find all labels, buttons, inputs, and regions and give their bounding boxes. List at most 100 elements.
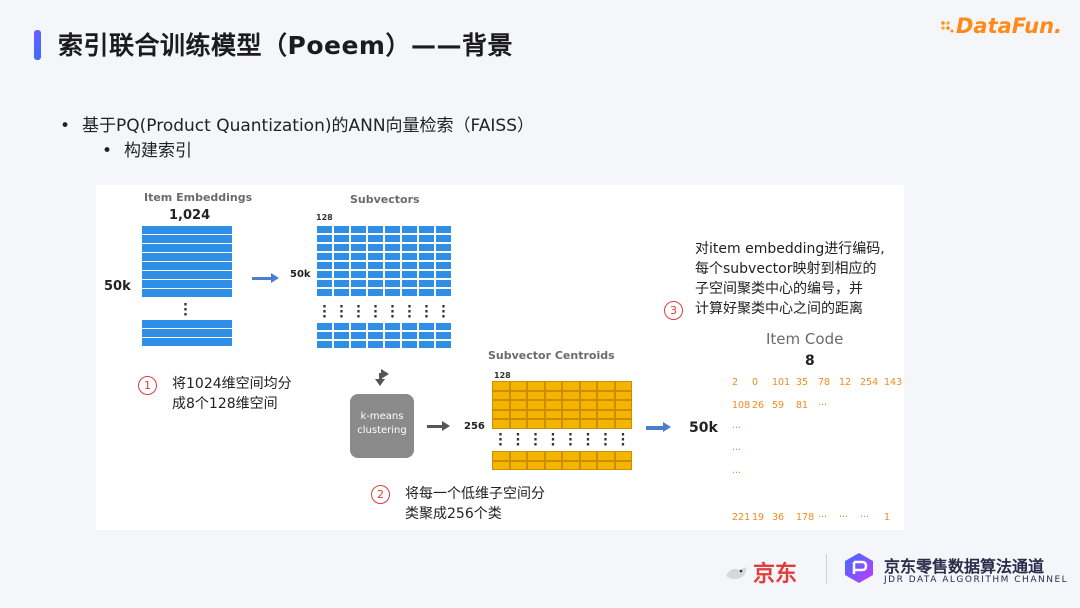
centroid-ellipsis: ··· <box>620 428 626 453</box>
step1-line1: 将1024维空间均分 <box>172 376 292 392</box>
page-title: 索引联合训练模型（Poeem）——背景 <box>58 31 513 60</box>
centroid-cell <box>492 451 510 461</box>
item-code-cell: 108 <box>732 400 751 411</box>
arrow-to-subvectors <box>252 273 279 283</box>
subvector-cell <box>333 261 350 270</box>
item-code-cell: 0 <box>752 377 759 388</box>
subvector-cell <box>316 288 333 297</box>
centroid-cell <box>492 381 510 391</box>
subvector-cell <box>333 340 350 349</box>
subvectors-height: 50k <box>290 269 311 280</box>
centroid-cell <box>614 460 632 470</box>
centroid-cell <box>544 381 562 391</box>
subvector-cell <box>418 234 435 243</box>
subvector-cell <box>384 243 401 252</box>
subvector-cell <box>384 225 401 234</box>
centroid-cell <box>509 390 527 400</box>
subvector-cell <box>316 234 333 243</box>
subvectors-title: Subvectors <box>350 193 420 206</box>
jd-logo: 京东 <box>723 556 797 588</box>
subvector-cell <box>435 252 452 261</box>
centroid-cell <box>562 460 580 470</box>
subvector-ellipsis: ··· <box>373 300 378 325</box>
step3-line3: 子空间聚类中心的编号，并 <box>695 281 863 297</box>
centroid-cell <box>614 409 632 419</box>
centroid-cell <box>614 390 632 400</box>
subvector-cell <box>316 331 333 340</box>
subvector-ellipsis: ··· <box>407 300 412 325</box>
step2-line1: 将每一个低维子空间分 <box>405 486 545 502</box>
centroid-cell <box>544 400 562 410</box>
subvector-cell <box>367 261 384 270</box>
centroid-cell <box>527 460 545 470</box>
pq-diagram: Item Embeddings 1,024 50k ··· Subvectors… <box>96 185 904 530</box>
subvector-cell <box>316 252 333 261</box>
centroid-cell <box>527 390 545 400</box>
subvector-cell <box>367 270 384 279</box>
centroids-title: Subvector Centroids <box>488 349 615 362</box>
subvector-cell <box>435 279 452 288</box>
subvector-ellipsis: ··· <box>441 300 446 325</box>
subvectors-sub-width: 128 <box>316 213 333 222</box>
subvector-cell <box>418 270 435 279</box>
centroids-height: 256 <box>464 421 485 432</box>
subvector-ellipsis: ··· <box>390 300 395 325</box>
centroid-cell <box>614 451 632 461</box>
centroid-cell <box>527 419 545 429</box>
item-code-cell: 19 <box>752 512 765 523</box>
centroid-ellipsis: ··· <box>585 428 591 453</box>
bullet-level2: •构建索引 <box>102 141 192 161</box>
item-code-cell: 221 <box>732 512 751 523</box>
centroid-cell <box>492 419 510 429</box>
centroid-cell <box>597 390 615 400</box>
subvector-cell <box>435 243 452 252</box>
step3-marker: 3 <box>664 301 683 320</box>
subvector-cell <box>350 331 367 340</box>
centroid-cell <box>562 419 580 429</box>
item-code-cell: 12 <box>839 377 852 388</box>
subvector-cell <box>316 225 333 234</box>
item-code-cell: ··· <box>860 512 870 523</box>
subvector-cell <box>333 270 350 279</box>
centroid-cell <box>597 400 615 410</box>
centroid-ellipsis: ··· <box>568 428 573 453</box>
subvector-cell <box>384 340 401 349</box>
step2-line2: 类聚成256个类 <box>405 506 502 522</box>
centroid-cell <box>597 419 615 429</box>
channel-name: 京东零售数据算法通道 <box>884 557 1045 576</box>
centroid-cell <box>527 381 545 391</box>
centroid-cell <box>597 451 615 461</box>
centroid-cell <box>509 451 527 461</box>
subvector-cell <box>418 279 435 288</box>
centroid-cell <box>544 419 562 429</box>
centroid-cell <box>614 381 632 391</box>
centroid-cell <box>509 419 527 429</box>
step3-line1: 对item embedding进行编码, <box>695 241 885 257</box>
centroid-cell <box>527 400 545 410</box>
centroid-cell <box>562 409 580 419</box>
subvector-cell <box>435 340 452 349</box>
item-code-cell: 101 <box>772 377 791 388</box>
step1-line2: 成8个128维空间 <box>172 396 278 412</box>
subvector-cell <box>418 225 435 234</box>
subvector-cell <box>350 322 367 331</box>
channel-logo-icon <box>845 553 873 583</box>
arrow-down-head <box>375 379 385 386</box>
subvector-cell <box>316 270 333 279</box>
centroid-cell <box>509 460 527 470</box>
footer-divider <box>826 554 827 584</box>
item-code-cell: ··· <box>818 512 828 523</box>
bullet-level1: •基于PQ(Product Quantization)的ANN向量检索（FAIS… <box>60 116 534 136</box>
subvector-cell <box>384 322 401 331</box>
item-code-cell: 35 <box>796 377 809 388</box>
subvector-cell <box>435 225 452 234</box>
centroid-cell <box>509 409 527 419</box>
item-code-width: 8 <box>805 353 815 369</box>
subvector-cell <box>367 331 384 340</box>
item-code-title: Item Code <box>766 330 844 348</box>
subvector-cell <box>418 331 435 340</box>
datafun-logo: DataFun. <box>940 14 1062 42</box>
item-code-cell: ··· <box>732 423 742 434</box>
subvector-cell <box>316 322 333 331</box>
centroid-cell <box>492 409 510 419</box>
